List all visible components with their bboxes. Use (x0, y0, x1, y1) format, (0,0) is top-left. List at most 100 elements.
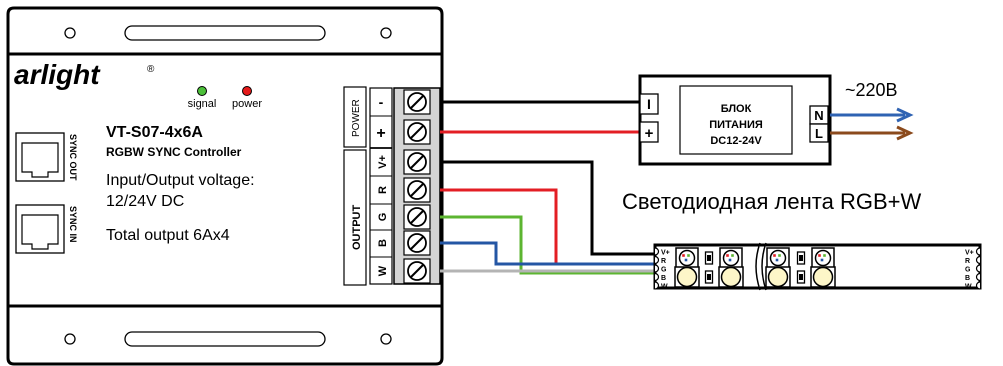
signal-led (197, 86, 207, 96)
strip-pin-left-label: W (661, 284, 668, 291)
strip-pad-left-4 (654, 281, 660, 290)
psu-terminal-l: L (815, 126, 823, 141)
led-strip-title: Светодиодная лента RGB+W (622, 189, 921, 214)
total-output: Total output 6Ax4 (106, 227, 230, 244)
wire-blue-route-visible (440, 241, 655, 266)
terminal-vplus-label: V+ (377, 155, 389, 169)
rgb-led-lens (814, 249, 832, 267)
strip-pin-right-label: B (965, 275, 970, 282)
terminal-letter-column (369, 87, 393, 285)
power-group-label: POWER (351, 99, 362, 137)
mounting-slot-top (124, 25, 326, 41)
terminal-screw-minus[interactable] (403, 89, 431, 115)
power-group-box (343, 86, 367, 148)
mains-arrow-n (896, 107, 914, 123)
rgb-led-die (731, 254, 734, 257)
mounting-hole-top-left (64, 27, 76, 39)
strip-pad-right-4 (975, 281, 981, 290)
psu-terminal-neg: I (647, 96, 651, 112)
white-led-lens (812, 266, 834, 288)
mains-voltage-label: ~220В (845, 80, 898, 100)
power-supply: БЛОК ПИТАНИЯ DC12-24V I + N L ~220В (638, 74, 914, 166)
psu-line1: БЛОК (721, 103, 752, 115)
terminal-g-label: G (377, 213, 389, 222)
strip-pin-left-label: B (661, 275, 666, 282)
rgb-led-die (818, 254, 821, 257)
terminal-r-label: R (377, 186, 389, 194)
rgb-led-die (687, 254, 690, 257)
psu-terminal-n: N (814, 108, 823, 123)
wires (440, 100, 655, 275)
strip-pin-right-label: G (965, 267, 971, 274)
terminal-plus-label: + (376, 125, 385, 142)
model-subtitle: RGBW SYNC Controller (106, 145, 242, 159)
psu-terminal-l-box (809, 123, 829, 143)
rgb-led-lens (722, 249, 740, 267)
strip-pin-right-label: W (965, 284, 972, 291)
strip-resistor-core (707, 274, 711, 280)
terminal-minus-label: - (379, 94, 384, 110)
rgb-led-die (684, 258, 688, 262)
rgb-led-die (773, 254, 776, 257)
model-name: VT-S07-4x6A (106, 124, 203, 141)
io-voltage-line1: Input/Output voltage: (106, 172, 255, 189)
sync-in-label: SYNC IN (68, 206, 78, 243)
terminal-screw-w[interactable] (403, 258, 431, 284)
rgb-led-die (682, 254, 685, 257)
terminal-screw-r[interactable] (403, 177, 431, 203)
strip-resistor-core (799, 255, 803, 261)
mains-arrow-l (896, 125, 914, 141)
brand-logo: arlight (14, 59, 101, 90)
strip-pad-left-0 (654, 247, 660, 256)
wire-green (440, 215, 655, 275)
sync-in-port: SYNC IN (15, 204, 78, 254)
strip-pin-left-label: V+ (661, 250, 670, 257)
mounting-hole-top-right (380, 27, 392, 39)
terminal-screw-plus[interactable] (403, 119, 431, 145)
white-led-lens (676, 266, 698, 288)
rgb-led-die (820, 258, 824, 262)
io-voltage-line2: 12/24V DC (106, 193, 184, 210)
strip-pad-left-3 (654, 272, 660, 282)
psu-line2: ПИТАНИЯ (709, 119, 763, 131)
output-group-label: OUTPUT (351, 205, 363, 251)
rgb-led-die (823, 254, 826, 257)
controller: arlight ® signal power VT-S07-4x6A RGBW … (6, 6, 444, 366)
mounting-hole-bottom-left (64, 333, 76, 345)
strip-pad-right-0 (975, 247, 981, 256)
psu-terminal-pos-box (639, 121, 659, 143)
terminal-screws (403, 89, 431, 284)
output-group-box (343, 149, 367, 286)
strip-pin-left-label: R (661, 258, 666, 265)
strip-pad-right-3 (975, 272, 981, 282)
terminal-screw-b[interactable] (403, 230, 431, 256)
strip-pad-left-1 (654, 255, 660, 265)
rgb-led-die (778, 254, 781, 257)
white-led-lens (767, 266, 789, 288)
psu-terminal-neg-box (639, 93, 659, 115)
led-strip-cut-mark (755, 242, 767, 291)
sync-out-port: SYNC OUT (15, 132, 78, 182)
strip-resistor-core (707, 255, 711, 261)
brand-registered-mark: ® (147, 64, 155, 75)
signal-label: signal (188, 98, 217, 110)
rgb-led-die (728, 258, 732, 262)
terminal-w-label: W (377, 265, 389, 276)
psu-label-box (679, 85, 793, 155)
psu-terminal-pos: + (645, 125, 654, 142)
strip-pin-left-label: G (661, 267, 667, 274)
power-led (242, 86, 252, 96)
rgb-led-die (775, 258, 779, 262)
strip-pad-left-2 (654, 264, 660, 273)
terminal-b-label: B (377, 239, 389, 247)
strip-pad-right-1 (975, 255, 981, 265)
strip-resistor-core (799, 274, 803, 280)
strip-pin-right-label: V+ (965, 250, 974, 257)
terminal-screw-g[interactable] (403, 204, 431, 230)
wire-v-plus (440, 160, 655, 256)
terminal-screw-v-plus[interactable] (403, 149, 431, 175)
power-label: power (232, 98, 262, 110)
sync-out-label: SYNC OUT (68, 134, 78, 181)
